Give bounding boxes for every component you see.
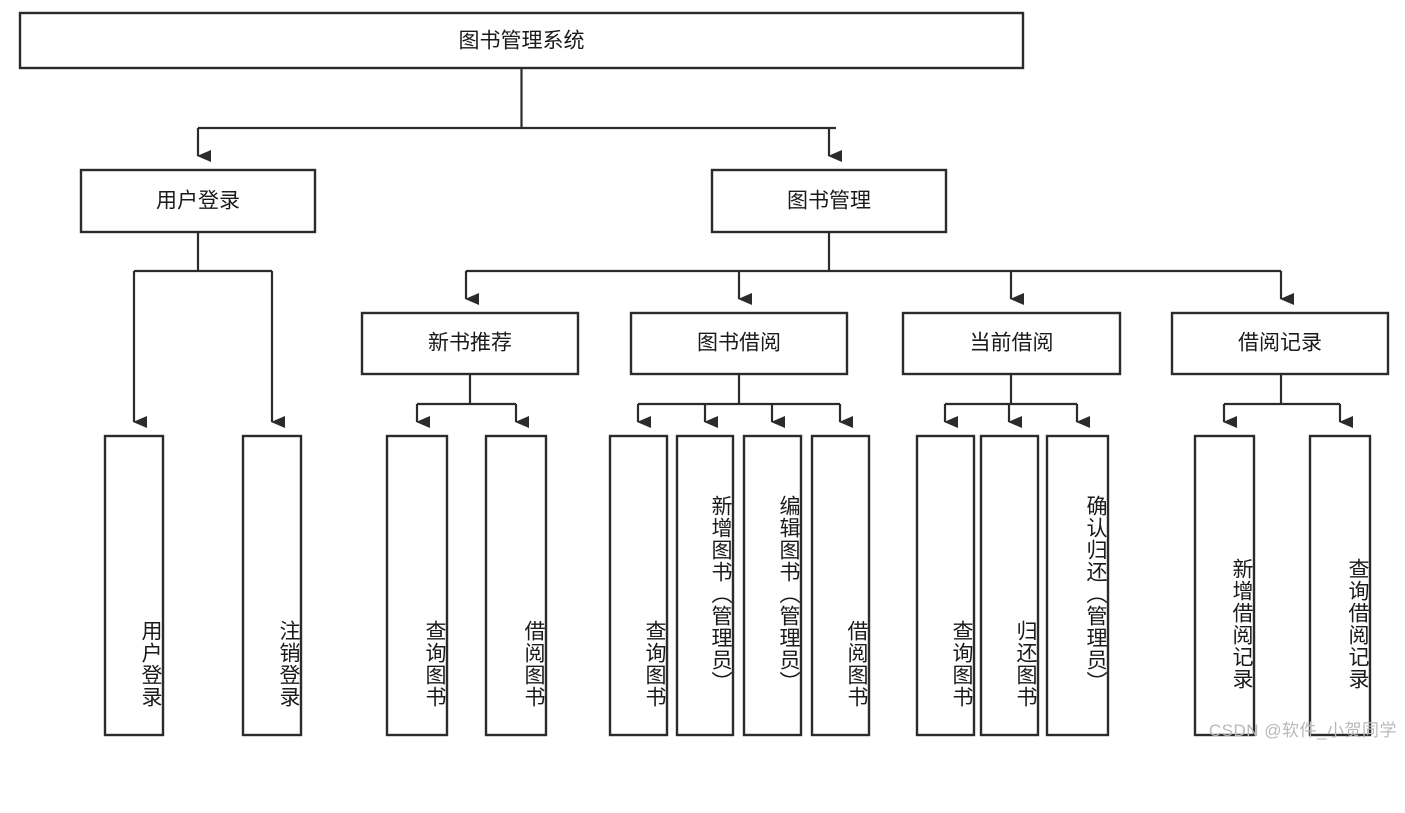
node-root[interactable]: 图书管理系统	[18, 11, 1025, 70]
node-book-borrow-box[interactable]	[629, 311, 849, 376]
node-book-manage-box[interactable]	[710, 168, 948, 234]
node-book-manage[interactable]: 图书管理	[710, 168, 948, 234]
node-new-book-rec-box[interactable]	[360, 311, 580, 376]
node-leaf-query-record-box[interactable]	[1308, 434, 1372, 737]
node-leaf-query-book-rec-box[interactable]	[385, 434, 449, 737]
node-book-manage-label: 图书管理	[787, 190, 871, 213]
node-root-box[interactable]	[18, 11, 1025, 70]
node-leaf-borrow-book-box[interactable]	[810, 434, 871, 737]
node-current-borrow-box[interactable]	[901, 311, 1122, 376]
connector-group	[132, 68, 1353, 428]
node-user-login[interactable]: 用户登录	[79, 168, 317, 234]
node-user-login-label: 用户登录	[156, 190, 240, 213]
node-new-book-rec[interactable]: 新书推荐	[360, 311, 580, 376]
node-leaf-add-book-box[interactable]	[675, 434, 735, 737]
node-borrow-record-label: 借阅记录	[1238, 332, 1322, 355]
node-current-borrow[interactable]: 当前借阅	[901, 311, 1122, 376]
node-leaf-return-book-box[interactable]	[979, 434, 1040, 737]
node-borrow-record-box[interactable]	[1170, 311, 1390, 376]
node-leaf-user-login-box[interactable]	[103, 434, 165, 737]
diagram-canvas: 图书管理系统 用户登录 图书管理 新书推荐 图书借阅 当前借阅 借阅记录	[18, 11, 1397, 740]
node-leaf-edit-book-box[interactable]	[742, 434, 803, 737]
node-borrow-record[interactable]: 借阅记录	[1170, 311, 1390, 376]
node-leaf-confirm-return-box[interactable]	[1045, 434, 1110, 737]
node-book-borrow-label: 图书借阅	[697, 332, 781, 355]
node-new-book-rec-label: 新书推荐	[428, 332, 512, 355]
node-leaf-query-book-cur-box[interactable]	[915, 434, 976, 737]
node-book-borrow[interactable]: 图书借阅	[629, 311, 849, 376]
node-leaf-query-book-borrow-box[interactable]	[608, 434, 669, 737]
node-leaf-add-record-box[interactable]	[1193, 434, 1256, 737]
node-root-label: 图书管理系统	[459, 30, 585, 53]
tree-diagram-svg: 图书管理系统 用户登录 图书管理 新书推荐 图书借阅 当前借阅 借阅记录	[18, 11, 1390, 737]
csdn-watermark: CSDN @软件_小贺同学	[1208, 721, 1397, 740]
node-leaf-borrow-book-rec-box[interactable]	[484, 434, 548, 737]
node-current-borrow-label: 当前借阅	[970, 332, 1054, 355]
node-leaf-logout-box[interactable]	[241, 434, 303, 737]
node-user-login-box[interactable]	[79, 168, 317, 234]
